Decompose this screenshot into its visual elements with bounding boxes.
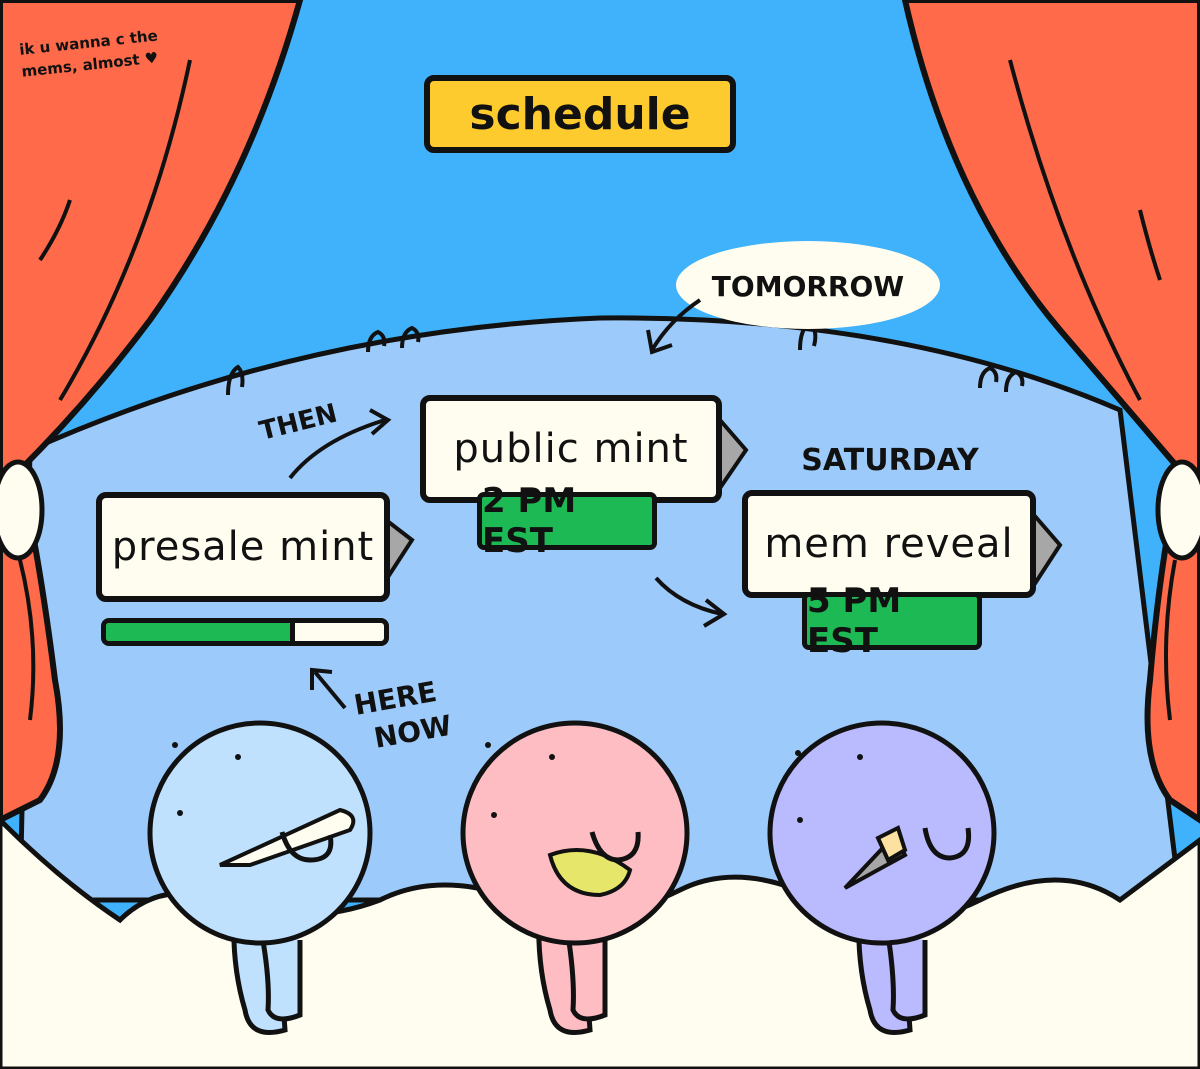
left-curtain-tie (0, 459, 45, 561)
character-purple (767, 720, 997, 1035)
presale-progress-fill (106, 623, 296, 641)
tomorrow-label: TOMORROW (712, 270, 904, 303)
card-public-mint: public mint (420, 395, 722, 503)
schedule-sign: schedule (424, 75, 736, 153)
saturday-label: SATURDAY (801, 443, 980, 478)
presale-progress-bar (101, 618, 389, 646)
mem-reveal-time: 5 PM EST (802, 581, 982, 661)
character-blue (147, 720, 373, 1035)
public-mint-time: 2 PM EST (477, 481, 657, 561)
right-curtain-tie (1155, 459, 1200, 561)
card-presale-mint: presale mint (96, 492, 390, 602)
character-pink (460, 720, 690, 1035)
right-curtain (901, 0, 1200, 824)
left-curtain (0, 0, 304, 824)
tomorrow-bubble (676, 241, 940, 329)
